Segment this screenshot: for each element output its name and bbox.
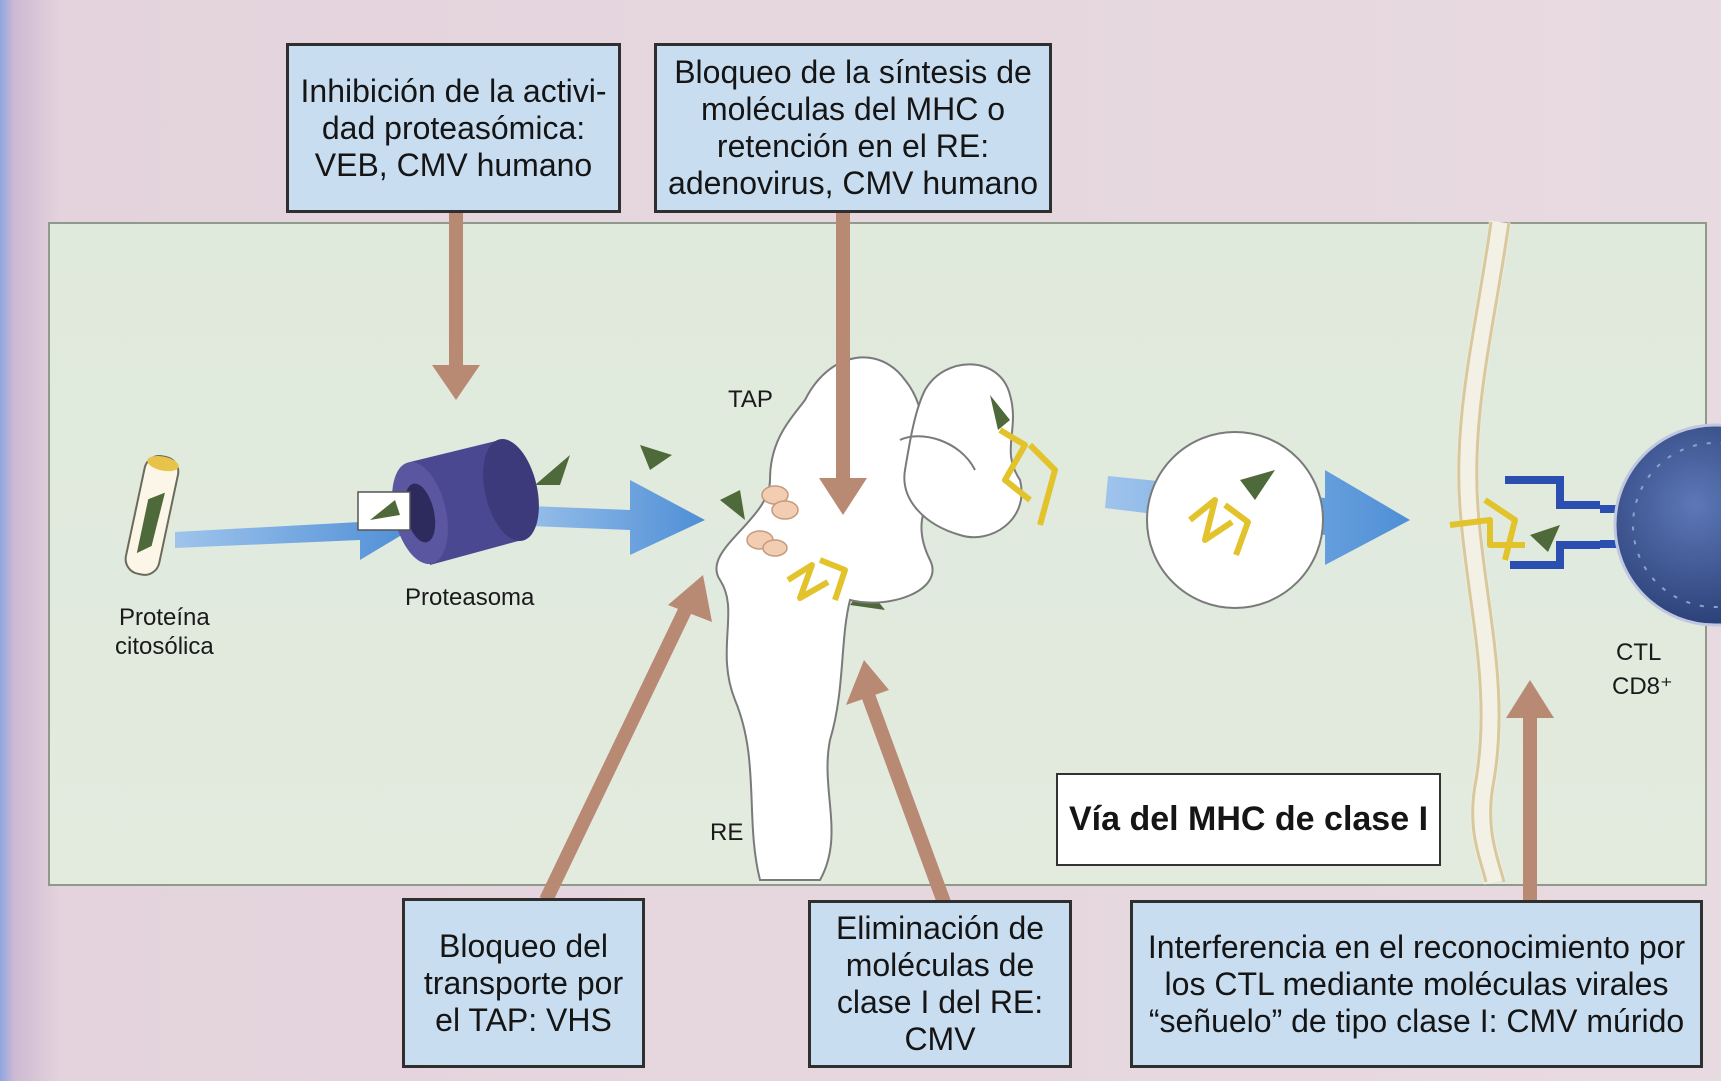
mhc-molecule-golgi — [990, 395, 1058, 526]
endoplasmic-reticulum — [715, 356, 1023, 881]
label-er: RE — [710, 819, 744, 846]
proteasome-icon — [357, 438, 539, 565]
mhc-molecule-er — [786, 557, 848, 601]
inhibition-arrow-ctl — [1506, 680, 1554, 905]
cell-membrane — [1456, 220, 1511, 885]
box-tap-transport-block: Bloqueo del transporte por el TAP: VHS — [402, 898, 645, 1068]
tap-transporter — [746, 485, 799, 557]
flow-arrow-1 — [175, 500, 410, 560]
inhibition-arrow-proteasome — [432, 212, 480, 400]
cytosolic-protein-icon — [124, 454, 180, 576]
transport-vesicle — [1146, 431, 1324, 609]
box-proteasome-inhibition: Inhibición de la activi- dad proteasómic… — [286, 43, 621, 213]
label-cytosolic-protein: Proteína citosólica — [115, 604, 214, 660]
label-cd8: CD8⁺ — [1612, 673, 1673, 700]
inhibition-arrow-tap — [539, 575, 712, 904]
label-tap: TAP — [728, 386, 773, 413]
inhibition-arrow-er — [846, 660, 952, 908]
flow-arrow-2 — [505, 480, 705, 555]
inhibition-arrow-mhc-synthesis — [819, 212, 867, 515]
label-proteasome: Proteasoma — [405, 584, 535, 611]
box-er-elimination: Eliminación de moléculas de clase I del … — [808, 900, 1072, 1068]
box-ctl-interference: Interferencia en el reconocimiento por l… — [1130, 900, 1703, 1068]
diagram-title: Vía del MHC de clase I — [1056, 773, 1441, 866]
box-mhc-synthesis-block: Bloqueo de la síntesis de moléculas del … — [654, 43, 1052, 213]
surface-mhc-tcr — [1449, 476, 1620, 569]
ctl-cell — [1613, 423, 1721, 627]
label-ctl: CTL — [1616, 639, 1662, 666]
